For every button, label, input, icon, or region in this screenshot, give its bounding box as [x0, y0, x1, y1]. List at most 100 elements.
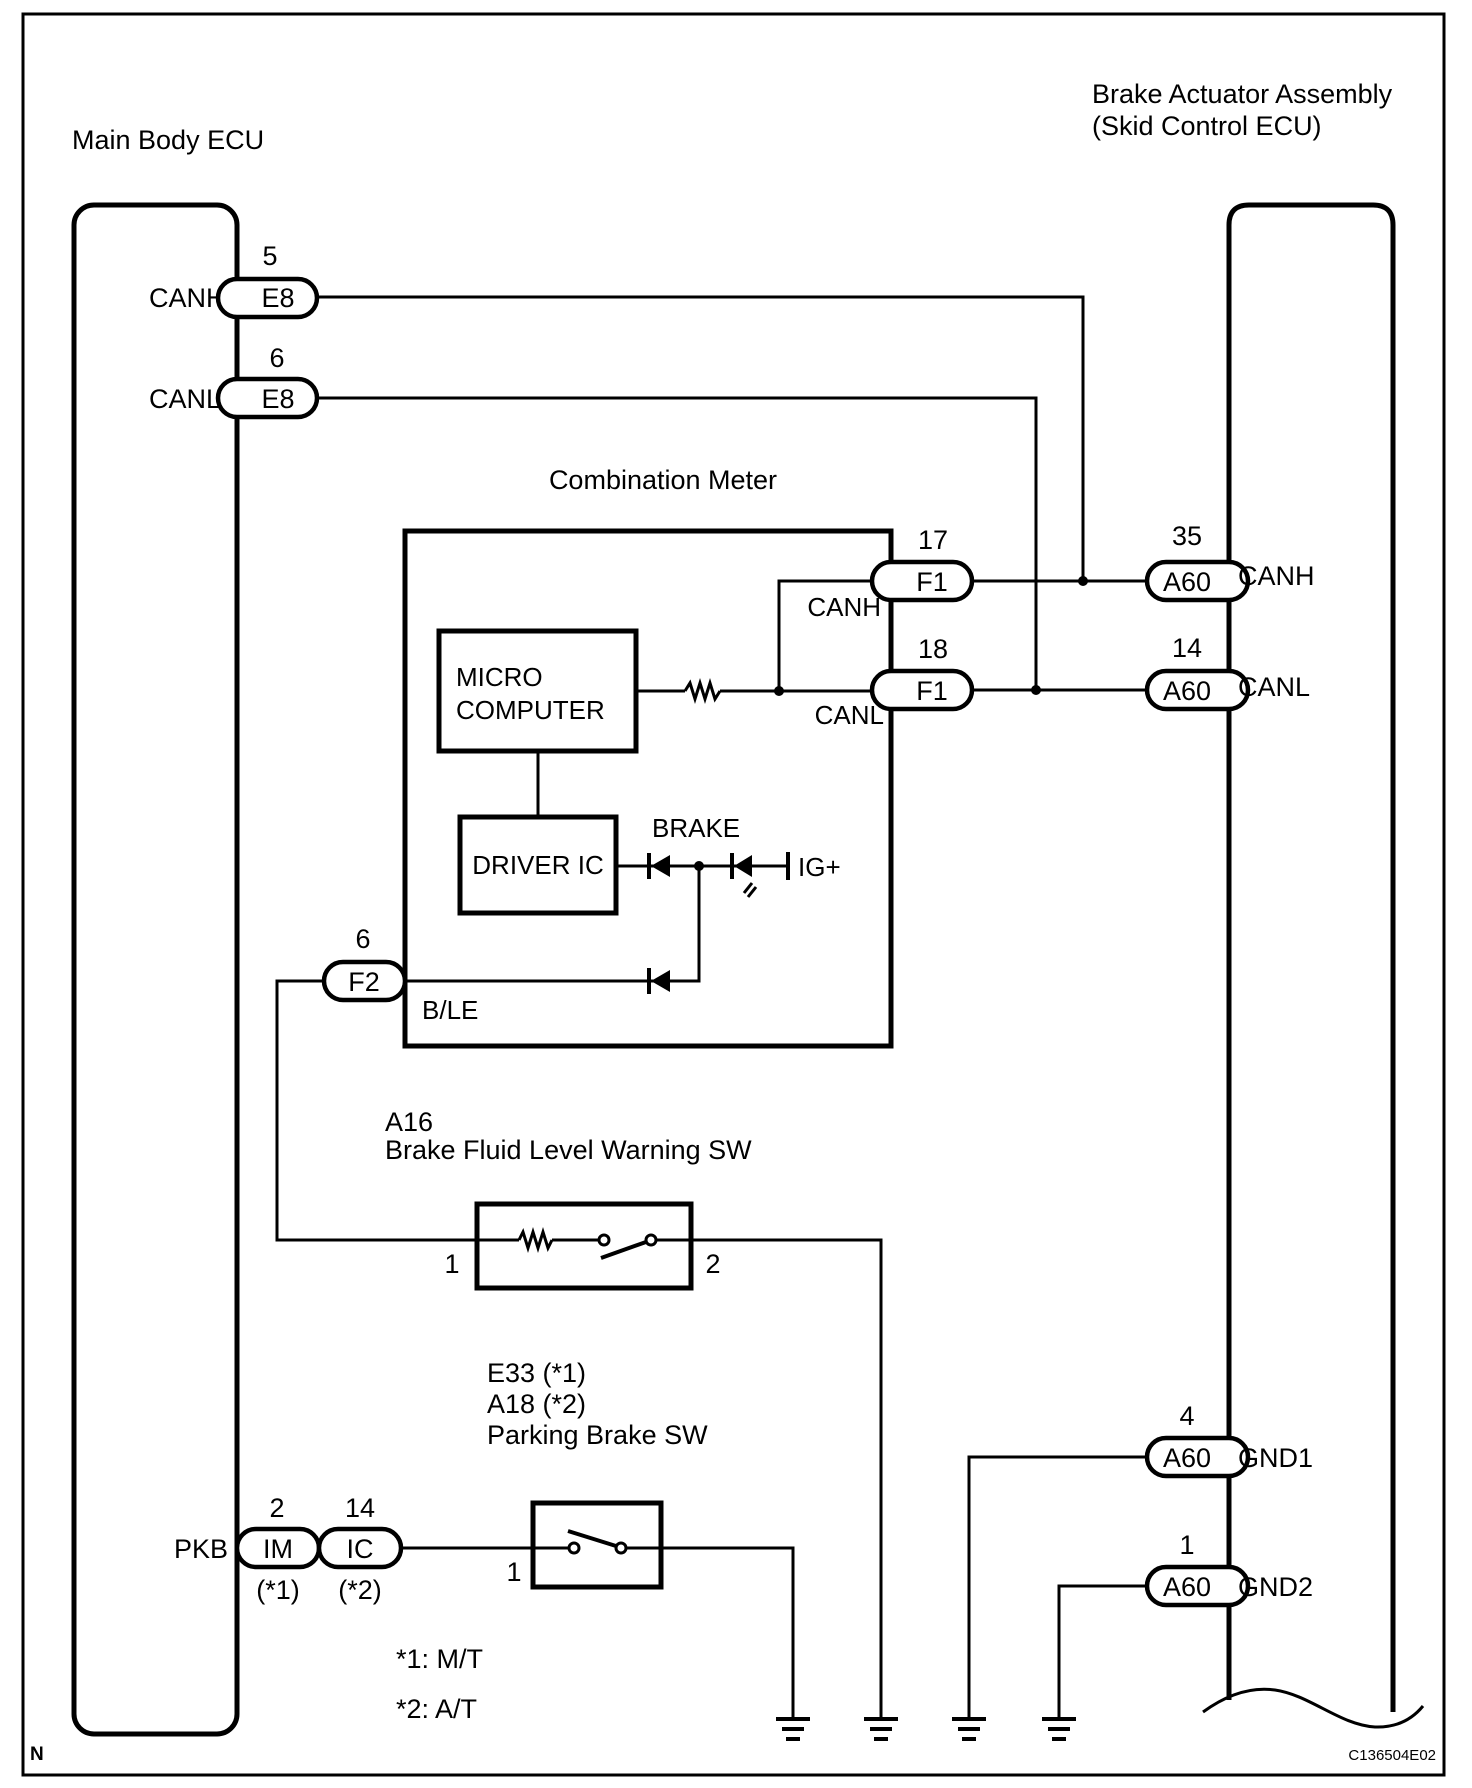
break-line: [1202, 1687, 1425, 1729]
connector-a60-canl-code: A60: [1163, 676, 1211, 706]
connector-a60-gnd2: [1144, 1564, 1251, 1608]
switch-blade-icon: [600, 1240, 647, 1260]
ground-icon: [952, 1717, 986, 1741]
main-ecu-title: Main Body ECU: [72, 125, 264, 155]
wire-canl: [319, 396, 1038, 690]
wire-canh: [319, 295, 1085, 581]
brake-label: BRAKE: [652, 813, 740, 843]
signal-canl-brake: CANL: [1238, 672, 1310, 702]
wire-ble: [405, 866, 701, 983]
wire-f2-a16: [275, 979, 477, 1242]
pkb-signal: PKB: [174, 1534, 228, 1564]
connector-a60-canl: [1144, 668, 1251, 712]
pin-17: 17: [918, 525, 948, 555]
switch-contact-icon: [614, 1541, 628, 1555]
junction-dot: [1078, 576, 1088, 586]
brake-actuator-box: [1226, 202, 1396, 1712]
wire-canh-internal: [777, 579, 891, 691]
wire-a16-ground: [656, 1238, 883, 1717]
connector-a60-canh-code: A60: [1163, 567, 1211, 597]
pin-14-ic: 14: [345, 1493, 375, 1523]
signal-canh-main: CANH: [149, 283, 226, 313]
pin-6-f2: 6: [355, 924, 370, 954]
switch-blade-icon: [567, 1529, 617, 1548]
connector-f2: [321, 959, 408, 1003]
connector-a60-canh: [1144, 559, 1251, 603]
pin-5: 5: [262, 241, 277, 271]
connector-a60-gnd2-code: A60: [1163, 1572, 1211, 1602]
parking-name: Parking Brake SW: [487, 1420, 708, 1450]
ic-note: (*2): [338, 1575, 382, 1605]
micro-computer-label-2: COMPUTER: [456, 695, 605, 725]
parking-brake-switch-box: [530, 1500, 664, 1590]
connector-a60-gnd1-code: A60: [1163, 1443, 1211, 1473]
brake-ecu-title-line2: (Skid Control ECU): [1092, 111, 1322, 141]
signal-gnd1: GND1: [1238, 1443, 1313, 1473]
pin-2-im: 2: [269, 1493, 284, 1523]
connector-im-code: IM: [263, 1534, 293, 1564]
resistor-icon: [683, 677, 722, 705]
main-body-ecu-box: [71, 202, 240, 1737]
connector-f1-canl-code: F1: [916, 676, 948, 706]
signal-canh-brake: CANH: [1238, 561, 1315, 591]
connector-a60-gnd1: [1144, 1435, 1251, 1479]
combination-meter-box: [402, 528, 894, 1049]
corner-mark: N: [30, 1744, 44, 1765]
wire-gnd1: [967, 1455, 1147, 1717]
switch-contact-icon: [567, 1541, 581, 1555]
connector-ic: [316, 1526, 404, 1570]
signal-canl-main: CANL: [149, 384, 221, 414]
connector-e8-canh-code: E8: [261, 283, 294, 313]
diagram-frame: [21, 12, 1446, 1777]
a16-code: A16: [385, 1107, 433, 1137]
parking-code-2: A18 (*2): [487, 1389, 586, 1419]
ground-icon: [776, 1717, 810, 1741]
connector-f1-canh-code: F1: [916, 567, 948, 597]
signal-gnd2: GND2: [1238, 1572, 1313, 1602]
parking-pin1: 1: [506, 1557, 521, 1587]
diode-icon: [647, 968, 670, 994]
connector-f1-canl: [869, 668, 975, 712]
switch-contact-icon: [644, 1233, 658, 1247]
junction-dot: [1031, 685, 1041, 695]
diode-icon: [647, 853, 670, 879]
driver-ic-label: DRIVER IC: [472, 850, 603, 880]
pin-35: 35: [1172, 521, 1202, 551]
connector-im: [234, 1526, 322, 1570]
ground-icon: [1042, 1717, 1076, 1741]
ble-label: B/LE: [422, 995, 478, 1025]
note-1: *1: M/T: [396, 1644, 483, 1674]
im-note: (*1): [256, 1575, 300, 1605]
connector-f1-canh: [869, 559, 975, 603]
note-2: *2: A/T: [396, 1694, 477, 1724]
wire-gnd2: [1057, 1584, 1147, 1717]
ig-plus-label: IG+: [798, 852, 841, 882]
pin-14: 14: [1172, 633, 1202, 663]
switch-contact-icon: [597, 1233, 611, 1247]
a16-pin1: 1: [444, 1249, 459, 1279]
brake-warning-led-icon: [730, 853, 758, 898]
connector-f2-code: F2: [348, 967, 380, 997]
pin-6: 6: [269, 343, 284, 373]
a16-pin2: 2: [705, 1249, 720, 1279]
meter-canh-label: CANH: [807, 592, 881, 622]
brake-fluid-switch-box: [474, 1201, 694, 1291]
connector-e8-canl-code: E8: [261, 384, 294, 414]
meter-canl-label: CANL: [815, 700, 884, 730]
resistor-icon: [517, 1226, 554, 1254]
figure-id: C136504E02: [1348, 1747, 1436, 1764]
micro-computer-label-1: MICRO: [456, 662, 543, 692]
pin-18: 18: [918, 634, 948, 664]
wire-park-ground: [626, 1546, 795, 1717]
connector-e8-canh: [215, 276, 320, 320]
ground-icon: [864, 1717, 898, 1741]
pin-4: 4: [1179, 1401, 1194, 1431]
brake-ecu-title-line1: Brake Actuator Assembly: [1092, 79, 1393, 109]
pin-1: 1: [1179, 1530, 1194, 1560]
a16-name: Brake Fluid Level Warning SW: [385, 1135, 752, 1165]
connector-e8-canl: [215, 376, 320, 420]
parking-code-1: E33 (*1): [487, 1358, 586, 1388]
combination-meter-title: Combination Meter: [549, 465, 777, 495]
connector-ic-code: IC: [347, 1534, 374, 1564]
